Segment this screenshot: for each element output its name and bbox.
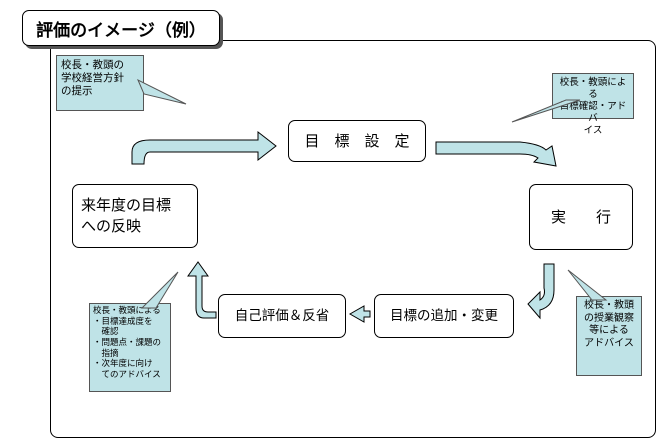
arrow-to-self-evaluation [348, 305, 371, 323]
note-evaluation-pointer [140, 271, 179, 309]
note-goal-advice: 校長・教頭による 目標確認・アドバ イス [552, 73, 634, 136]
note-evaluation-advice: 校長・教頭による ・目標達成度を 確認 ・問題点・課題の 指摘 ・次年度に向け … [89, 303, 171, 392]
node-goal-setting: 目 標 設 定 [288, 120, 426, 162]
diagram-title: 評価のイメージ（例） [22, 10, 220, 46]
arrow-from-execution [527, 263, 555, 320]
node-execution: 実 行 [529, 184, 633, 250]
note-class-observation-pointer [567, 269, 608, 301]
node-self-evaluation: 自己評価＆反省 [218, 294, 346, 338]
arrow-to-execution [435, 141, 557, 167]
note-principal-policy-pointer [137, 78, 187, 105]
node-goal-add-change: 目標の追加・変更 [374, 294, 514, 338]
note-class-observation-advice: 校長・教頭 の授業観察 等による アドバイス [576, 296, 642, 376]
arrow-to-goal-setting [131, 130, 277, 165]
note-goal-advice-pointer [511, 99, 581, 123]
arrow-to-next-year-shape [187, 261, 217, 319]
node-next-year-reflection: 来年度の目標 への反映 [72, 184, 198, 248]
